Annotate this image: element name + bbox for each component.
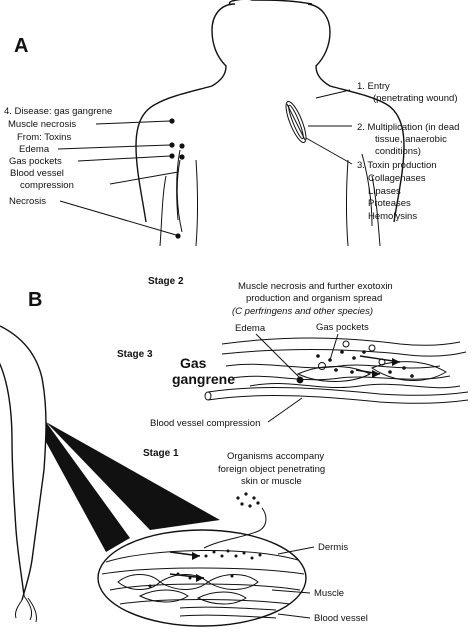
muscle-label: Muscle	[314, 588, 344, 599]
necrosis-a-label: Necrosis	[9, 196, 46, 207]
muscle-necrosis-label: Muscle necrosis	[8, 119, 76, 130]
entry-leader	[315, 89, 351, 99]
stage-1-text-2: foreign object penetrating	[218, 464, 325, 475]
necrosis-dot-1	[169, 118, 175, 124]
edema-a-label: Edema	[19, 144, 50, 155]
entry-path	[203, 507, 267, 549]
blood-vessel-leader	[277, 613, 311, 619]
necrosis-dot-2	[175, 233, 181, 239]
panel-b: B Stage 2 Muscle necrosis and further ex…	[0, 276, 469, 627]
gas-label: Gas	[180, 355, 207, 371]
muscle-necrosis-leader	[95, 120, 171, 125]
stage-2-text-1: Muscle necrosis and further exotoxin	[238, 281, 393, 292]
dermis-leader	[277, 546, 315, 555]
vessel-dot	[179, 154, 185, 160]
panel-a-letter: A	[14, 35, 28, 57]
gangrene-label: gangrene	[172, 371, 235, 387]
dermis-label: Dermis	[318, 542, 348, 553]
stage-1-text-3: skin or muscle	[241, 476, 302, 487]
blood-vessel-compression-label: Blood vessel compression	[150, 418, 260, 429]
stage-1-label: Stage 1	[143, 448, 179, 459]
inner-arm-lines	[159, 149, 381, 247]
edema-leader	[57, 144, 171, 150]
magnified-circle	[97, 529, 307, 627]
entry-label: 1. Entry	[357, 81, 390, 92]
muscle-wound	[285, 100, 307, 144]
organism-dots	[236, 492, 260, 508]
gas-pockets-b-label: Gas pockets	[316, 322, 369, 333]
torso-sides	[195, 159, 349, 247]
magnification-cone	[46, 422, 130, 552]
gas-pockets-a-label: Gas pockets	[9, 156, 62, 167]
multiplication-sub-label-2: conditions)	[375, 146, 421, 157]
collagenases-label: Collagenases	[368, 173, 426, 184]
compression-a-label: compression	[20, 180, 74, 191]
blood-vessel-label: Blood vessel	[314, 613, 368, 624]
gas-pockets-leader	[77, 155, 171, 162]
toxin-leader	[305, 137, 353, 165]
entry-sub-label: (penetrating wound)	[373, 93, 458, 104]
stage-2-text-3: (C perfringens and other species)	[232, 306, 373, 317]
toxin-production-label: 3. Toxin production	[357, 160, 437, 171]
gas-pockets-b-leader	[329, 333, 339, 361]
vessel-compression-leader	[267, 397, 303, 423]
muscle-leader	[271, 589, 311, 594]
edema-dot	[169, 142, 175, 148]
gas-dot	[169, 153, 175, 159]
panel-b-letter: B	[28, 289, 42, 311]
disease-label: 4. Disease: gas gangrene	[4, 106, 112, 117]
stage-3-tissue	[204, 337, 469, 404]
necrosis-leader	[59, 200, 177, 236]
stage-1-text-1: Organisms accompany	[227, 451, 324, 462]
multiplication-label: 2. Multiplication (in dead	[357, 122, 459, 133]
stage-2-label: Stage 2	[148, 276, 184, 287]
edema-b-leader	[255, 333, 301, 379]
blood-vessel-a-label: Blood vessel	[10, 168, 64, 179]
lipases-label: Lipases	[368, 186, 401, 197]
hand-outline	[15, 595, 37, 623]
proteases-label: Proteases	[368, 198, 411, 209]
gas-dot-2	[179, 143, 185, 149]
hemolysins-label: Hemolysins	[368, 211, 417, 222]
from-toxins-label: From: Toxins	[17, 132, 71, 143]
compression-leader	[109, 171, 179, 185]
multiplication-sub-label-1: tissue, anaerobic	[375, 134, 447, 145]
edema-b-label: Edema	[235, 323, 266, 334]
stage-3-label: Stage 3	[117, 349, 153, 360]
magnification-cone-edge	[46, 422, 220, 530]
panel-a: A 1. Entry (penetrating wound) 2. Multip…	[4, 0, 459, 247]
stage-2-text-2: production and organism spread	[246, 293, 382, 304]
arm-outline	[0, 325, 47, 601]
head-outline	[228, 0, 313, 5]
